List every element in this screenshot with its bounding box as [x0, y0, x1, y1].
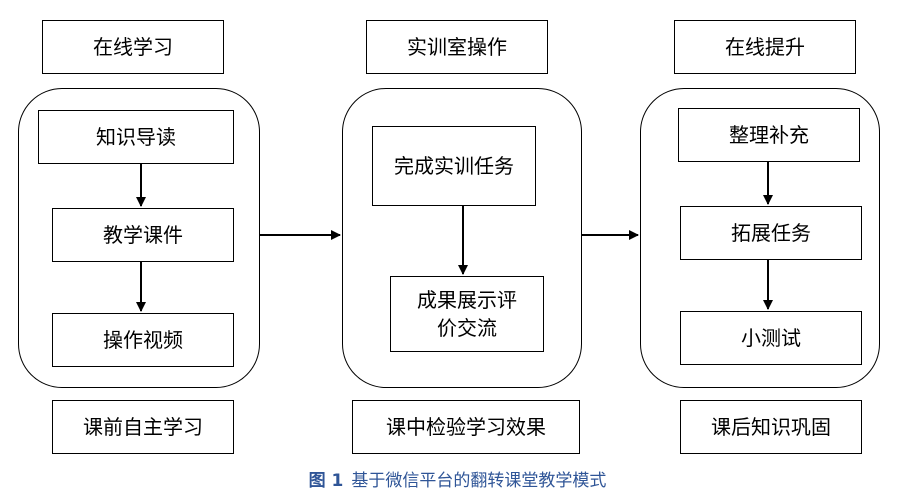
step-organize-supplement: 整理补充: [678, 108, 860, 162]
step-complete-training-task: 完成实训任务: [372, 126, 536, 206]
header-online-improvement: 在线提升: [674, 20, 856, 74]
step-quiz: 小测试: [680, 311, 862, 365]
footer-after-class-consolidation: 课后知识巩固: [680, 400, 862, 454]
footer-in-class-check: 课中检验学习效果: [352, 400, 580, 454]
figure-title: 基于微信平台的翻转课堂教学模式: [351, 471, 607, 491]
figure-caption: 图 1 基于微信平台的翻转课堂教学模式: [0, 466, 915, 491]
step-operation-video: 操作视频: [52, 313, 234, 367]
figure-number: 图 1: [308, 471, 344, 491]
step-courseware: 教学课件: [52, 208, 234, 262]
step-result-display: 成果展示评 价交流: [390, 276, 544, 352]
header-lab-operation: 实训室操作: [366, 20, 548, 74]
step-extended-task: 拓展任务: [680, 206, 862, 260]
footer-pre-class-self-study: 课前自主学习: [52, 400, 234, 454]
header-online-learning: 在线学习: [42, 20, 224, 74]
step-knowledge-guide: 知识导读: [38, 110, 234, 164]
